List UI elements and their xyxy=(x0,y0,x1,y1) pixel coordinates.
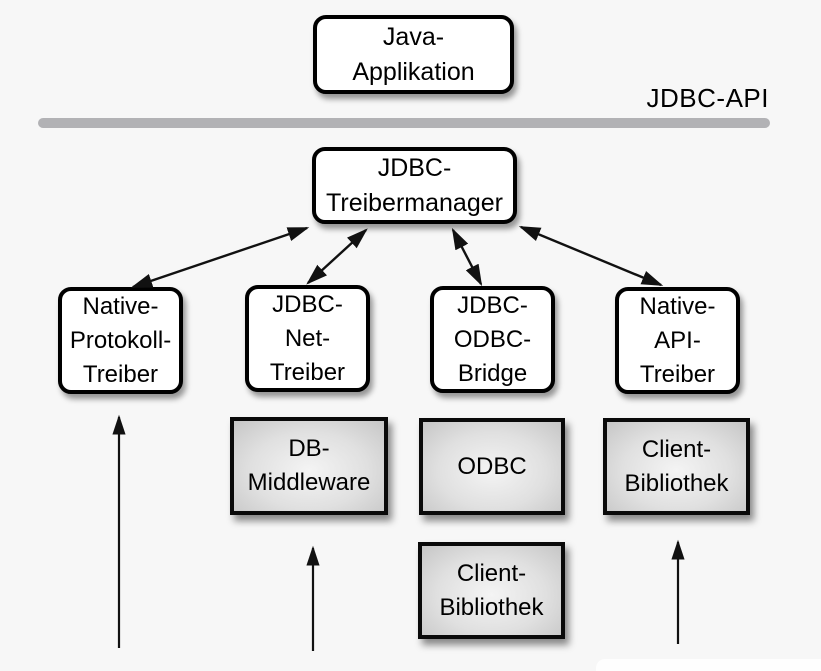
node-label-line: Net- xyxy=(284,324,331,352)
node-label-line: ODBC- xyxy=(453,325,532,353)
node-label-line: API- xyxy=(654,326,701,354)
native-api-treiber-node: Native- API- Treiber xyxy=(615,287,740,394)
jdbc-odbc-bridge-node: JDBC- ODBC- Bridge xyxy=(430,286,555,393)
jdbc-api-label: JDBC-API xyxy=(646,83,769,113)
odbc-node: ODBC xyxy=(419,418,565,515)
arrow-treibermanager-native-api xyxy=(518,225,664,287)
node-label-line: JDBC- xyxy=(377,153,452,182)
node-label-line: Client- xyxy=(641,435,712,463)
jdbc-net-treiber-node: JDBC- Net- Treiber xyxy=(245,285,370,392)
node-label-line: Bibliothek xyxy=(439,593,544,621)
node-label-line: Bibliothek xyxy=(624,469,729,497)
db-middleware-node: DB- Middleware xyxy=(230,417,388,515)
native-protokoll-treiber-node: Native- Protokoll- Treiber xyxy=(58,287,183,394)
client-bibliothek-right-node: Client- Bibliothek xyxy=(603,418,750,515)
arrow-treibermanager-jdbc-net xyxy=(306,228,368,285)
arrow-treibermanager-native-protokoll xyxy=(130,226,310,289)
node-label-line: Java- xyxy=(382,22,445,51)
bottom-cutoff-box xyxy=(596,659,821,671)
node-label-line: Treiber xyxy=(269,358,346,386)
node-label-line: Native- xyxy=(639,292,716,320)
node-label-line: Native- xyxy=(82,292,159,320)
jdbc-treibermanager-node: JDBC- Treibermanager xyxy=(312,147,517,224)
node-label-line: Bridge xyxy=(457,359,528,387)
node-label-line: Middleware xyxy=(247,469,371,496)
node-label-line: JDBC- xyxy=(457,291,528,319)
jdbc-api-divider xyxy=(38,118,770,128)
arrow-treibermanager-jdbc-odbc xyxy=(451,227,483,287)
node-label-line: Applikation xyxy=(352,57,475,86)
node-label-line: ODBC xyxy=(457,452,527,480)
node-label-line: Treiber xyxy=(82,360,159,388)
node-label-line: Treibermanager xyxy=(326,188,503,217)
node-label-line: JDBC- xyxy=(272,290,343,318)
node-label-line: DB- xyxy=(288,435,330,462)
node-label-line: Treiber xyxy=(639,360,716,388)
java-application-node: Java- Applikation xyxy=(313,15,514,94)
node-label-line: Client- xyxy=(456,559,527,587)
node-label-line: Protokoll- xyxy=(69,326,172,354)
client-bibliothek-middle-node: Client- Bibliothek xyxy=(418,542,565,639)
